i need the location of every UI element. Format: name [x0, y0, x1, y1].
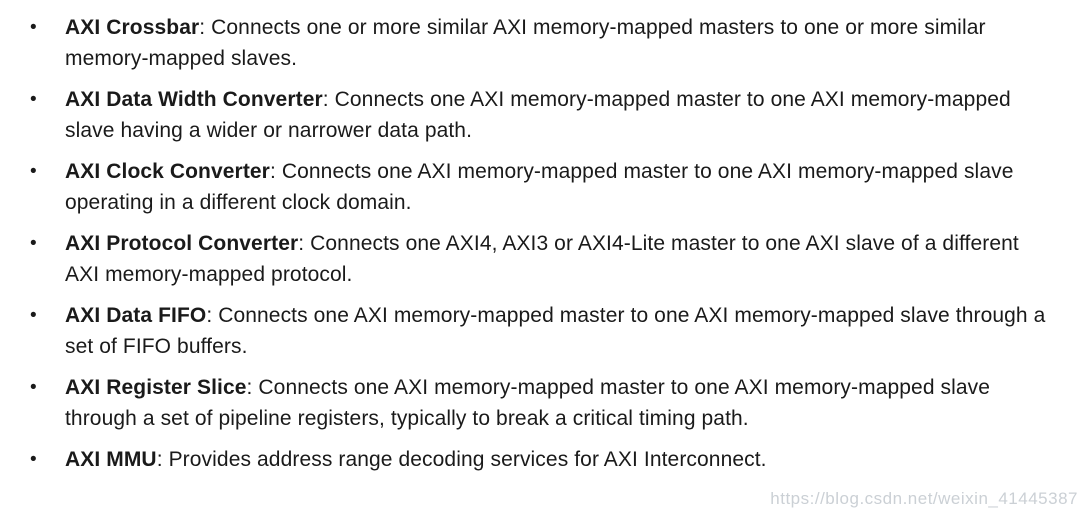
item-description: : Connects one or more similar AXI memor… — [65, 16, 986, 70]
bullet-glyph: • — [30, 305, 37, 326]
item-term: AXI Protocol Converter — [65, 232, 299, 255]
bullet-glyph: • — [30, 161, 37, 182]
axi-component-list: • AXI Crossbar: Connects one or more sim… — [28, 12, 1057, 475]
item-description: : Connects one AXI memory-mapped master … — [65, 160, 1014, 214]
list-item: • AXI Clock Converter: Connects one AXI … — [28, 156, 1057, 218]
list-item: • AXI MMU: Provides address range decodi… — [28, 444, 1057, 475]
item-text: AXI Clock Converter: Connects one AXI me… — [65, 156, 1050, 218]
item-description: : Connects one AXI memory-mapped master … — [65, 88, 1011, 142]
item-text: AXI Protocol Converter: Connects one AXI… — [65, 228, 1050, 290]
bullet-glyph: • — [30, 233, 37, 254]
list-item: • AXI Protocol Converter: Connects one A… — [28, 228, 1057, 290]
item-term: AXI Clock Converter — [65, 160, 270, 183]
document-body: • AXI Crossbar: Connects one or more sim… — [28, 12, 1057, 475]
item-term: AXI Register Slice — [65, 376, 247, 399]
list-item: • AXI Data Width Converter: Connects one… — [28, 84, 1057, 146]
bullet-glyph: • — [30, 17, 37, 38]
item-term: AXI Crossbar — [65, 16, 200, 39]
item-text: AXI Data Width Converter: Connects one A… — [65, 84, 1050, 146]
item-text: AXI MMU: Provides address range decoding… — [65, 444, 767, 475]
list-item: • AXI Crossbar: Connects one or more sim… — [28, 12, 1057, 74]
item-description: : Connects one AXI memory-mapped master … — [65, 304, 1046, 358]
item-term: AXI MMU — [65, 448, 157, 471]
item-term: AXI Data FIFO — [65, 304, 207, 327]
csdn-watermark: https://blog.csdn.net/weixin_41445387 — [770, 489, 1078, 508]
bullet-glyph: • — [30, 377, 37, 398]
item-description: : Connects one AXI memory-mapped master … — [65, 376, 991, 430]
bullet-glyph: • — [30, 449, 37, 470]
item-description: : Provides address range decoding servic… — [156, 448, 767, 471]
bullet-glyph: • — [30, 89, 37, 110]
list-item: • AXI Data FIFO: Connects one AXI memory… — [28, 300, 1057, 362]
item-text: AXI Data FIFO: Connects one AXI memory-m… — [65, 300, 1050, 362]
item-term: AXI Data Width Converter — [65, 88, 323, 111]
list-item: • AXI Register Slice: Connects one AXI m… — [28, 372, 1057, 434]
item-description: : Connects one AXI4, AXI3 or AXI4-Lite m… — [65, 232, 1019, 286]
item-text: AXI Crossbar: Connects one or more simil… — [65, 12, 1050, 74]
item-text: AXI Register Slice: Connects one AXI mem… — [65, 372, 1050, 434]
